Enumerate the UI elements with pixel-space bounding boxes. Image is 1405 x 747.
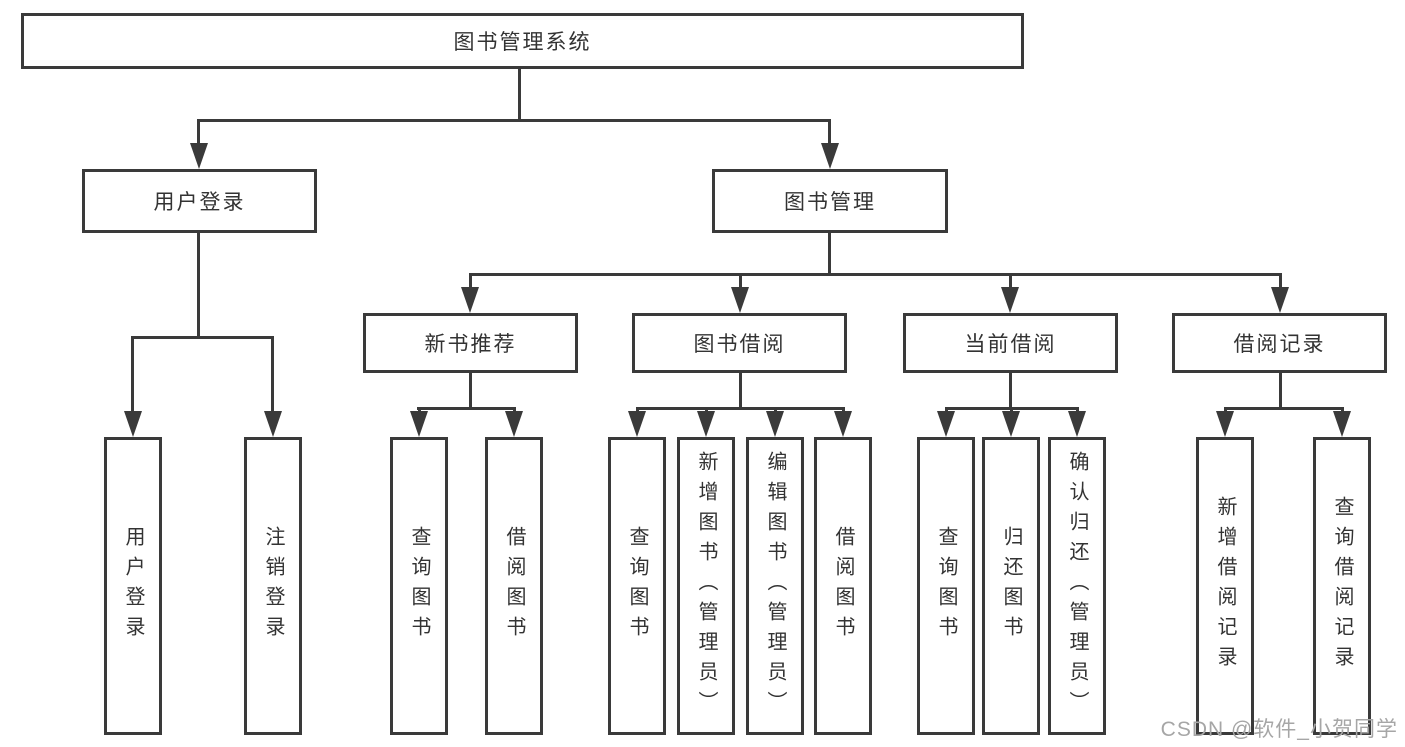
leaf-user-login: 用户登录 — [104, 437, 162, 735]
leaf-records-query-record: 查询借阅记录 — [1313, 437, 1371, 735]
connector-user-login-stem — [197, 233, 200, 338]
arrow-down-icon — [410, 411, 428, 437]
leaf-current-return-books-label: 归还图书 — [1000, 526, 1022, 646]
node-book-borrowing: 图书借阅 — [632, 313, 847, 373]
leaf-logout-label: 注销登录 — [262, 526, 284, 646]
node-user-login: 用户登录 — [82, 169, 317, 233]
leaf-recommend-query-books: 查询图书 — [390, 437, 448, 735]
arrow-down-icon — [731, 287, 749, 313]
leaf-borrowing-edit-book-admin-label: 编辑图书（管理员） — [764, 451, 786, 721]
node-book-management: 图书管理 — [712, 169, 948, 233]
connector-borrowing-split — [636, 407, 845, 410]
arrow-down-icon — [264, 411, 282, 437]
arrow-down-icon — [821, 143, 839, 169]
connector-drop-l3-borrowing — [739, 273, 742, 291]
leaf-current-confirm-return-admin: 确认归还（管理员） — [1048, 437, 1106, 735]
leaf-borrowing-edit-book-admin: 编辑图书（管理员） — [746, 437, 804, 735]
csdn-watermark: CSDN @软件_小贺同学 — [1160, 718, 1398, 741]
arrow-down-icon — [697, 411, 715, 437]
arrow-down-icon — [1216, 411, 1234, 437]
arrow-down-icon — [1333, 411, 1351, 437]
node-user-login-label: 用户登录 — [153, 191, 246, 214]
node-current-borrowing: 当前借阅 — [903, 313, 1118, 373]
connector-records-split — [1224, 407, 1344, 410]
node-new-book-recommend: 新书推荐 — [363, 313, 578, 373]
connector-root-stem — [518, 69, 521, 122]
node-borrowing-records: 借阅记录 — [1172, 313, 1387, 373]
connector-borrowing-stem — [739, 373, 742, 409]
leaf-recommend-borrow-books: 借阅图书 — [485, 437, 543, 735]
arrow-down-icon — [1271, 287, 1289, 313]
leaf-logout: 注销登录 — [244, 437, 302, 735]
leaf-records-add-record-label: 新增借阅记录 — [1214, 496, 1236, 676]
connector-user-login-split — [131, 336, 274, 339]
leaf-borrowing-borrow-books-label: 借阅图书 — [832, 526, 854, 646]
arrow-down-icon — [834, 411, 852, 437]
connector-current-stem — [1009, 373, 1012, 409]
leaf-recommend-borrow-books-label: 借阅图书 — [503, 526, 525, 646]
leaf-recommend-query-books-label: 查询图书 — [408, 526, 430, 646]
connector-drop-leaf-logout — [271, 336, 274, 416]
leaf-current-query-books: 查询图书 — [917, 437, 975, 735]
connector-drop-leaf-login — [131, 336, 134, 416]
connector-recommend-stem — [469, 373, 472, 409]
node-book-borrowing-label: 图书借阅 — [693, 333, 786, 356]
leaf-borrowing-query-books-label: 查询图书 — [626, 526, 648, 646]
arrow-down-icon — [190, 143, 208, 169]
connector-drop-l3-recommend — [469, 273, 472, 291]
connector-drop-book-management — [828, 119, 831, 149]
connector-book-management-stem — [828, 233, 831, 275]
connector-drop-l3-current — [1009, 273, 1012, 291]
connector-book-management-split — [469, 273, 1282, 276]
leaf-borrowing-add-book-admin-label: 新增图书（管理员） — [695, 451, 717, 721]
connector-drop-l3-records — [1279, 273, 1282, 291]
node-root-system: 图书管理系统 — [21, 13, 1024, 69]
arrow-down-icon — [628, 411, 646, 437]
leaf-records-add-record: 新增借阅记录 — [1196, 437, 1254, 735]
leaf-records-query-record-label: 查询借阅记录 — [1331, 496, 1353, 676]
connector-root-split — [197, 119, 831, 122]
leaf-borrowing-query-books: 查询图书 — [608, 437, 666, 735]
arrow-down-icon — [461, 287, 479, 313]
connector-drop-user-login — [197, 119, 200, 149]
arrow-down-icon — [1068, 411, 1086, 437]
arrow-down-icon — [505, 411, 523, 437]
connector-recommend-split — [417, 407, 516, 410]
connector-records-stem — [1279, 373, 1282, 409]
node-book-management-label: 图书管理 — [784, 191, 876, 214]
node-borrowing-records-label: 借阅记录 — [1233, 333, 1326, 356]
arrow-down-icon — [937, 411, 955, 437]
node-new-book-recommend-label: 新书推荐 — [424, 333, 517, 356]
leaf-current-query-books-label: 查询图书 — [935, 526, 957, 646]
node-current-borrowing-label: 当前借阅 — [964, 333, 1057, 356]
leaf-borrowing-borrow-books: 借阅图书 — [814, 437, 872, 735]
arrow-down-icon — [124, 411, 142, 437]
arrow-down-icon — [1001, 287, 1019, 313]
arrow-down-icon — [1002, 411, 1020, 437]
arrow-down-icon — [766, 411, 784, 437]
leaf-user-login-label: 用户登录 — [122, 526, 144, 646]
node-root-label: 图书管理系统 — [453, 31, 592, 54]
leaf-current-return-books: 归还图书 — [982, 437, 1040, 735]
leaf-borrowing-add-book-admin: 新增图书（管理员） — [677, 437, 735, 735]
leaf-current-confirm-return-admin-label: 确认归还（管理员） — [1066, 451, 1088, 721]
